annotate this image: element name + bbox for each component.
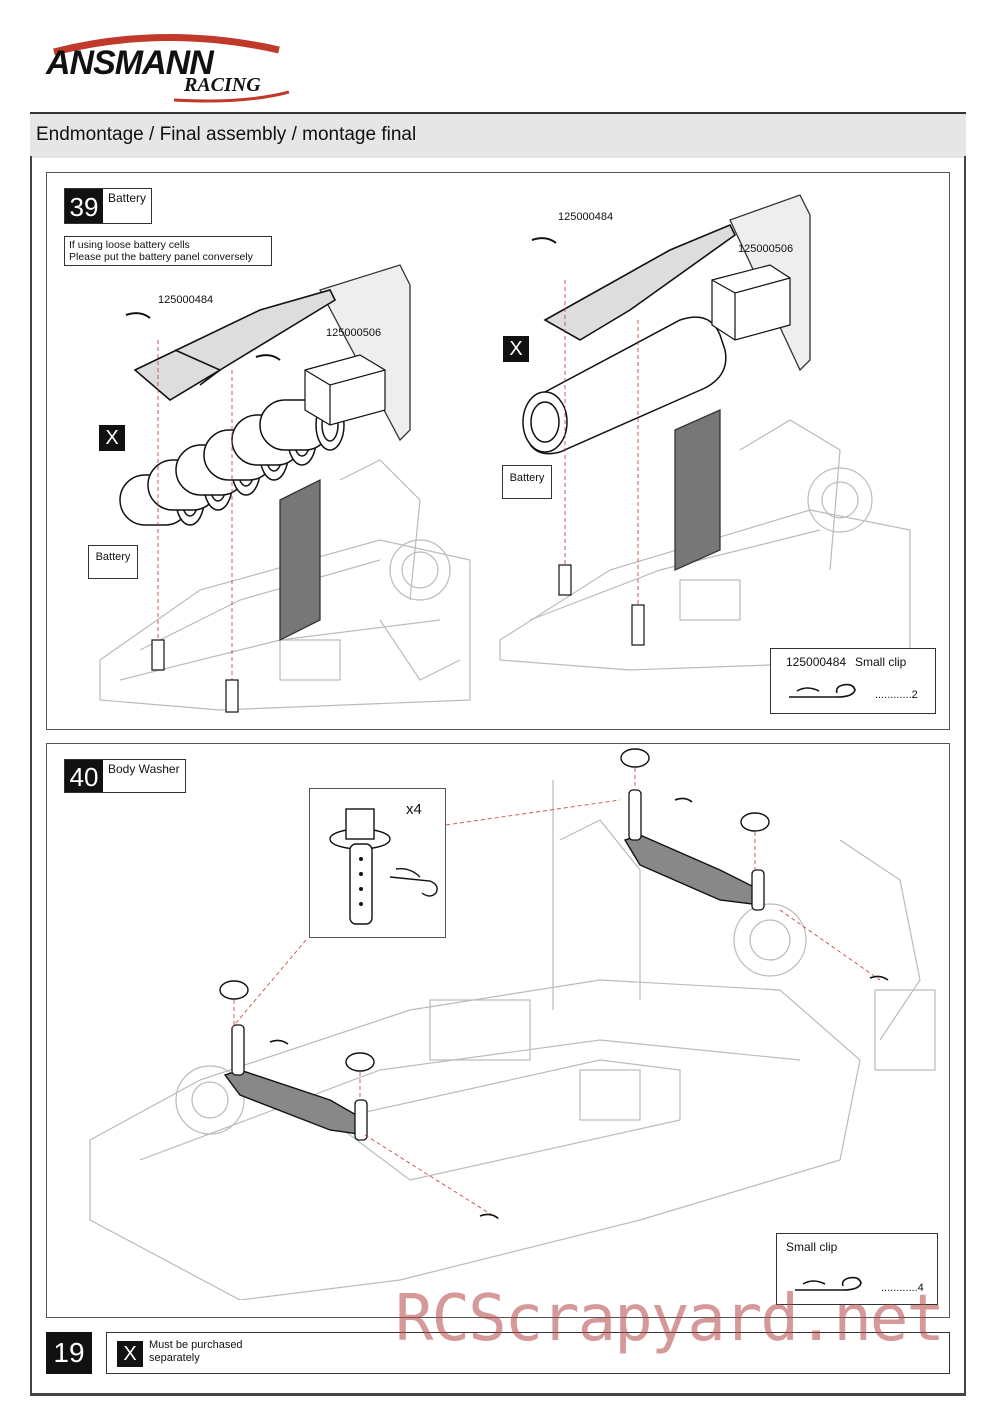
watermark: RCScrapyard.net	[395, 1282, 945, 1356]
body-washer-icon	[740, 812, 770, 832]
detail-inset: x4	[309, 788, 446, 938]
x-mark: X	[99, 425, 125, 451]
small-clip-icon	[125, 312, 151, 319]
small-clip-icon	[389, 867, 438, 897]
body-mount-bar	[623, 834, 761, 906]
part-number: 125000506	[738, 243, 794, 255]
battery-post	[151, 639, 165, 671]
legend-part-name: Small clip	[855, 655, 907, 669]
battery-note: If using loose battery cells Please put …	[64, 236, 272, 266]
footer-note: X Must be purchased separately	[106, 1332, 950, 1374]
legend-qty: ............2	[875, 689, 918, 701]
body-post-icon	[751, 869, 765, 911]
step-label: Body Washer	[108, 762, 180, 776]
step-label: Battery	[108, 191, 147, 205]
body-post-detail	[329, 808, 438, 925]
note-line: Must be purchased	[149, 1339, 243, 1351]
parts-legend: Small clip ............4	[776, 1233, 938, 1305]
x-mark: X	[503, 336, 529, 362]
battery-post	[631, 604, 645, 646]
step-40-panel	[46, 743, 950, 1318]
body-post-icon	[628, 789, 642, 841]
body-washer-icon	[219, 980, 249, 1000]
multiplier-label: x4	[406, 801, 422, 818]
battery-callout: Battery	[88, 545, 138, 579]
small-clip-icon	[795, 1276, 862, 1291]
note-line: separately	[149, 1352, 200, 1364]
small-clip-icon	[255, 354, 281, 361]
foam-block	[304, 354, 386, 426]
small-clip-icon	[531, 237, 557, 244]
body-post-icon	[349, 843, 373, 925]
body-mount-bar	[223, 1069, 366, 1136]
legend-qty: ............4	[881, 1282, 924, 1294]
body-washer-icon	[620, 748, 650, 768]
legend-part-name: Small clip	[786, 1240, 838, 1254]
small-clip-icon	[479, 1213, 499, 1219]
body-post-illustration	[89, 748, 936, 1300]
battery-pack	[522, 316, 727, 455]
small-clip-icon	[269, 1039, 289, 1045]
foam-block	[711, 264, 791, 341]
step-39-badge: 39 Battery	[64, 188, 152, 224]
section-header: Endmontage / Final assembly / montage fi…	[30, 112, 966, 158]
brand-name: ANSMANN	[46, 44, 214, 82]
battery-post	[225, 679, 239, 713]
x-mark: X	[117, 1341, 143, 1367]
body-post-icon	[345, 808, 375, 840]
part-number: 125000484	[158, 294, 214, 306]
footer-note-text: Must be purchased separately	[149, 1339, 243, 1365]
battery-cells-illustration	[99, 264, 471, 713]
part-number: 125000484	[558, 211, 614, 223]
step-number: 39	[65, 189, 103, 223]
battery-pack-illustration	[499, 194, 911, 671]
small-clip-icon	[674, 797, 693, 803]
battery-post	[558, 564, 572, 596]
small-clip-icon	[789, 683, 856, 698]
brand-sub: RACING	[184, 74, 261, 96]
step-number: 40	[65, 760, 103, 792]
page-title: Endmontage / Final assembly / montage fi…	[36, 124, 417, 145]
body-washer-icon	[345, 1052, 375, 1072]
body-post-icon	[231, 1024, 245, 1076]
part-number: 125000506	[326, 327, 382, 339]
note-line: If using loose battery cells	[69, 239, 190, 251]
logo-swoosh	[53, 34, 290, 103]
small-clip-icon	[869, 975, 889, 981]
step-40-badge: 40 Body Washer	[64, 759, 186, 793]
brand-logo: ANSMANN RACING	[44, 30, 294, 104]
page-frame	[30, 156, 966, 1396]
legend-part-number: 125000484	[786, 655, 847, 669]
body-post-icon	[354, 1099, 368, 1141]
battery-callout: Battery	[502, 465, 552, 499]
parts-legend: 125000484 Small clip ............2	[770, 648, 936, 714]
page-number: 19	[46, 1332, 92, 1374]
note-line: Please put the battery panel conversely	[69, 251, 253, 263]
